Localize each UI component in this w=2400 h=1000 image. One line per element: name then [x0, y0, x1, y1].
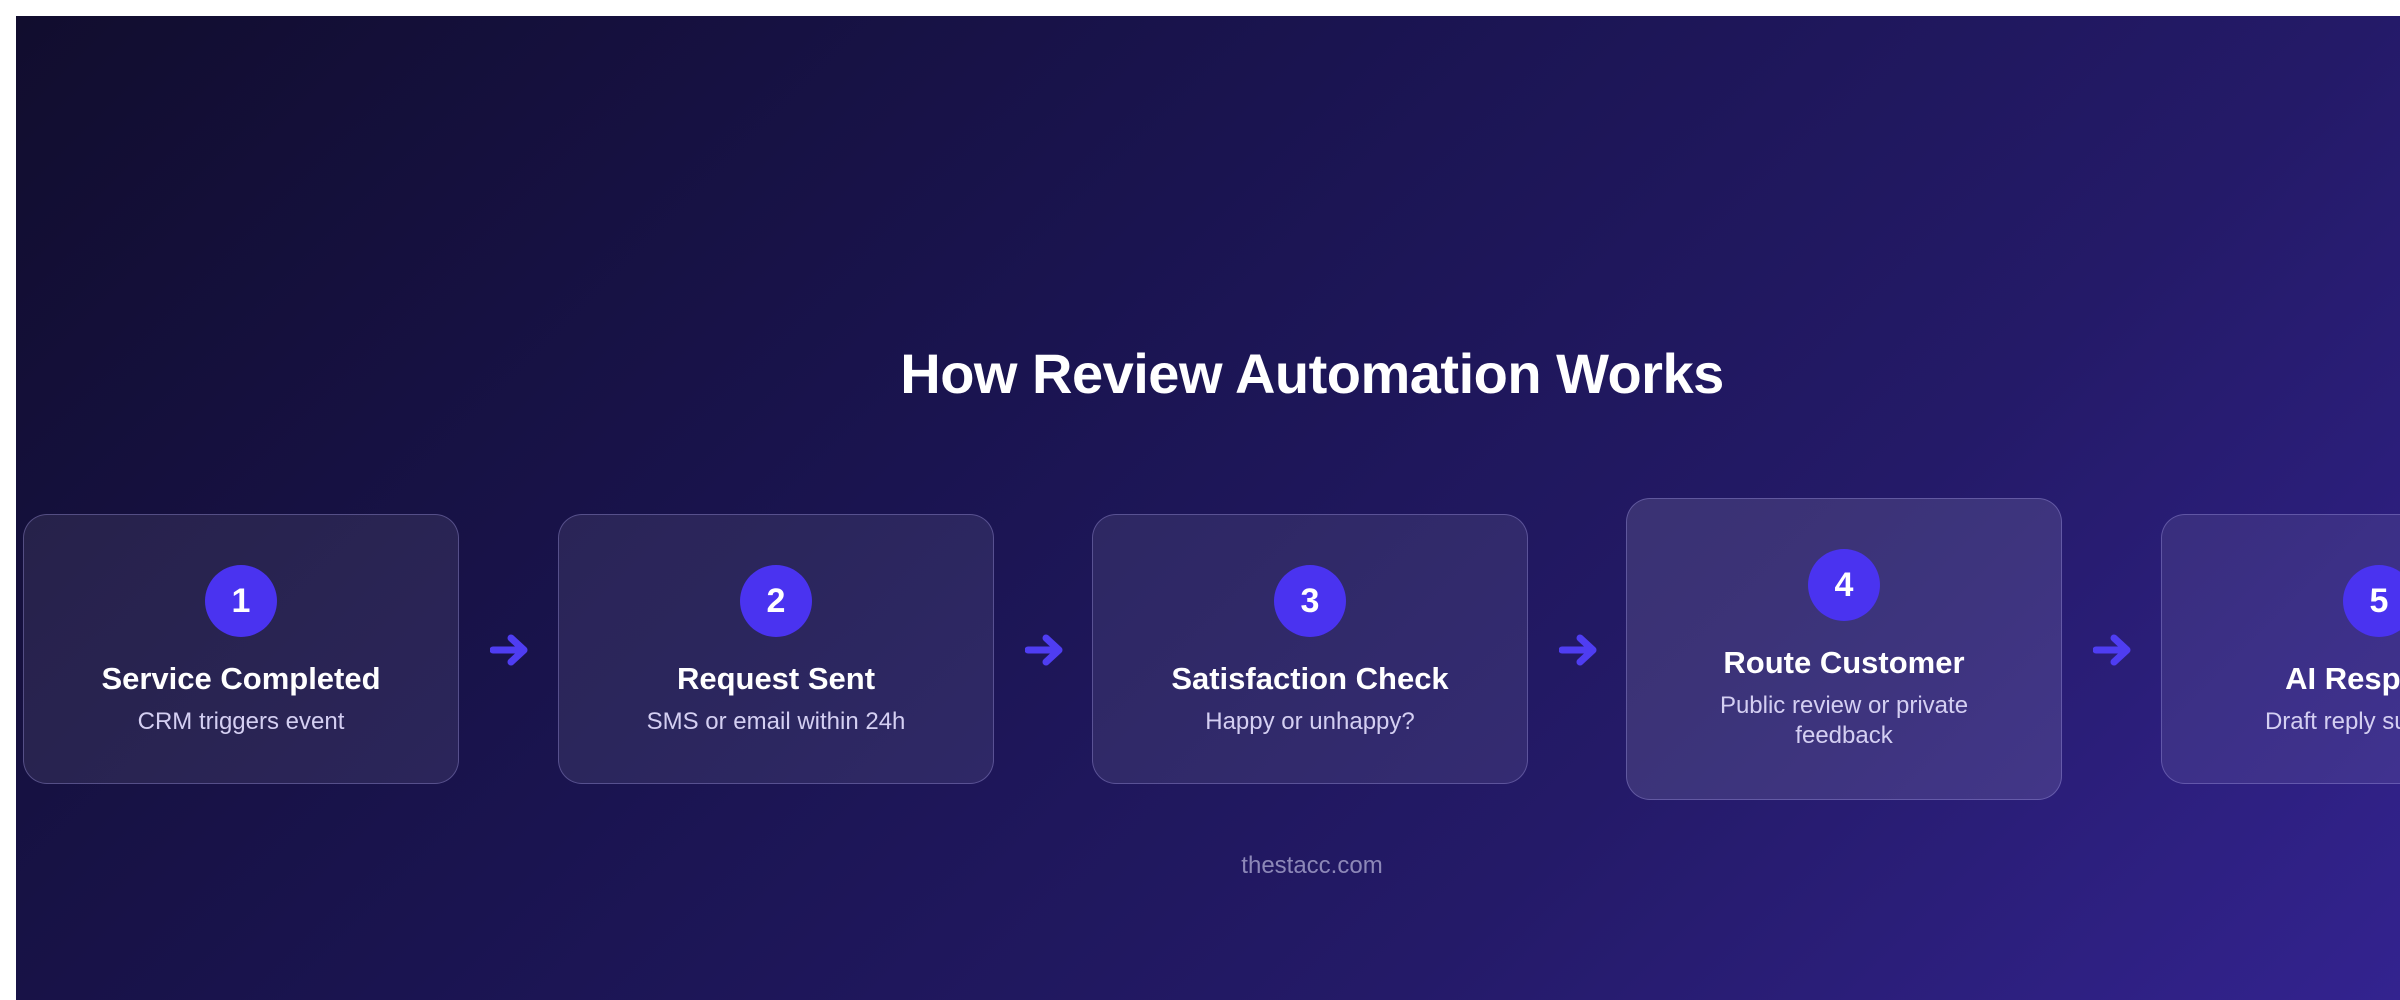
step-title: Service Completed	[101, 661, 381, 696]
step-description: Draft reply suggested	[2264, 708, 2400, 735]
step-description: CRM triggers event	[137, 708, 345, 735]
step-number-badge: 3	[1274, 565, 1346, 637]
arrow-right-icon	[2093, 634, 2131, 666]
step-number-badge: 4	[1808, 549, 1880, 621]
step-card-route-customer: 4 Route Customer Public review or privat…	[1626, 498, 2062, 800]
step-description: SMS or email within 24h	[646, 708, 906, 735]
step-title: AI Response	[2285, 661, 2400, 696]
step-card-ai-response: 5 AI Response Draft reply suggested	[2161, 514, 2400, 784]
footer-watermark: thestacc.com	[1241, 852, 1383, 879]
step-title: Route Customer	[1723, 645, 1965, 680]
step-number-badge: 5	[2343, 565, 2400, 637]
step-number-badge: 1	[205, 565, 277, 637]
arrow-right-icon	[1559, 634, 1597, 666]
step-title: Request Sent	[676, 661, 876, 696]
process-flow: 1 Service Completed CRM triggers event 2…	[23, 482, 2400, 802]
step-description: Happy or unhappy?	[1205, 708, 1415, 735]
step-number-badge: 2	[740, 565, 812, 637]
arrow-right-icon	[1025, 634, 1063, 666]
diagram-canvas: How Review Automation Works 1 Service Co…	[16, 16, 2400, 1000]
diagram-title: How Review Automation Works	[900, 342, 1724, 405]
step-card-satisfaction-check: 3 Satisfaction Check Happy or unhappy?	[1092, 514, 1528, 784]
arrow-right-icon	[490, 634, 528, 666]
step-title: Satisfaction Check	[1171, 661, 1449, 696]
step-card-service-completed: 1 Service Completed CRM triggers event	[23, 514, 459, 784]
step-card-request-sent: 2 Request Sent SMS or email within 24h	[558, 514, 994, 784]
step-description: Public review or private feedback	[1719, 692, 1969, 749]
